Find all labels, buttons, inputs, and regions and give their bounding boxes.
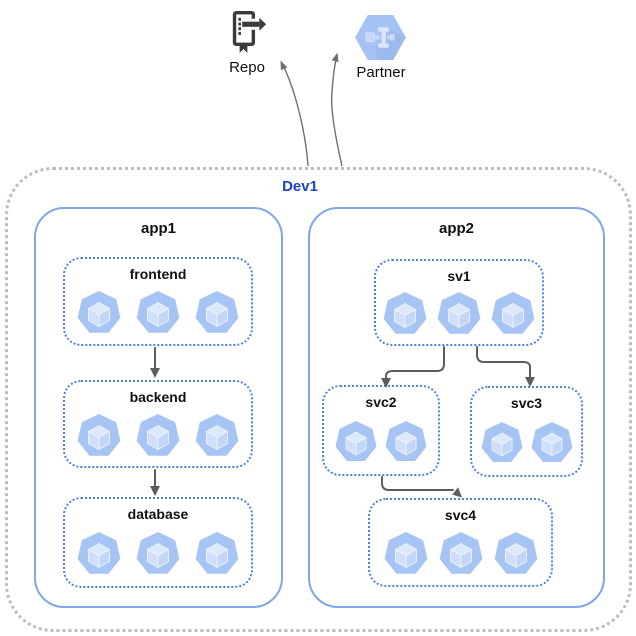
pod-icon: [439, 532, 482, 574]
pod-icon: [195, 532, 239, 574]
service-svc2: svc2: [322, 385, 440, 476]
pod-icon: [77, 532, 121, 574]
pod-icon: [531, 421, 572, 462]
arrowhead-repo: [280, 60, 288, 71]
pod-icon: [491, 292, 535, 334]
repo-node: [226, 8, 267, 55]
partner-label: Partner: [356, 64, 406, 81]
pod-group: [65, 282, 251, 344]
pod-icon: [437, 292, 481, 334]
service-label: svc3: [510, 395, 543, 411]
service-label: database: [127, 506, 189, 522]
pod-icon: [383, 292, 427, 334]
pod-icon: [77, 413, 121, 456]
pod-icon: [77, 291, 121, 333]
pod-group: [65, 405, 251, 466]
partner-node: [354, 14, 407, 61]
pod-icon: [136, 413, 180, 456]
link-dev1-partner: [330, 57, 343, 167]
service-svc3: svc3: [470, 386, 583, 477]
app2-label: app2: [438, 220, 474, 237]
pod-icon: [335, 420, 377, 461]
service-frontend: frontend: [63, 257, 253, 346]
app1-label: app1: [140, 220, 176, 237]
partner-hexagon-icon: [355, 14, 406, 61]
pod-icon: [481, 421, 522, 462]
pod-icon: [195, 413, 239, 456]
link-dev1-repo: [282, 65, 309, 167]
pod-icon: [385, 420, 427, 461]
pod-icon: [494, 532, 537, 574]
dev1-boundary: [5, 167, 632, 632]
dev1-label: Dev1: [282, 178, 318, 195]
arrowhead-partner: [331, 52, 339, 63]
service-backend: backend: [63, 380, 253, 468]
repo-label: Repo: [229, 59, 265, 76]
pod-icon: [136, 291, 180, 333]
service-label: frontend: [129, 266, 187, 282]
source-repository-icon: [232, 11, 267, 53]
pod-group: [472, 411, 581, 475]
service-svc4: svc4: [368, 498, 553, 587]
service-label: svc2: [365, 394, 397, 410]
pod-icon: [195, 291, 239, 333]
service-database: database: [63, 497, 253, 588]
pod-group: [324, 410, 438, 474]
service-sv1: sv1: [374, 259, 544, 346]
pod-group: [376, 284, 542, 344]
pod-group: [65, 522, 251, 586]
pod-icon: [384, 532, 427, 574]
service-label: svc4: [444, 507, 477, 523]
pod-group: [370, 523, 551, 585]
service-label: sv1: [447, 268, 471, 284]
service-label: backend: [129, 389, 187, 405]
pod-icon: [136, 532, 180, 574]
